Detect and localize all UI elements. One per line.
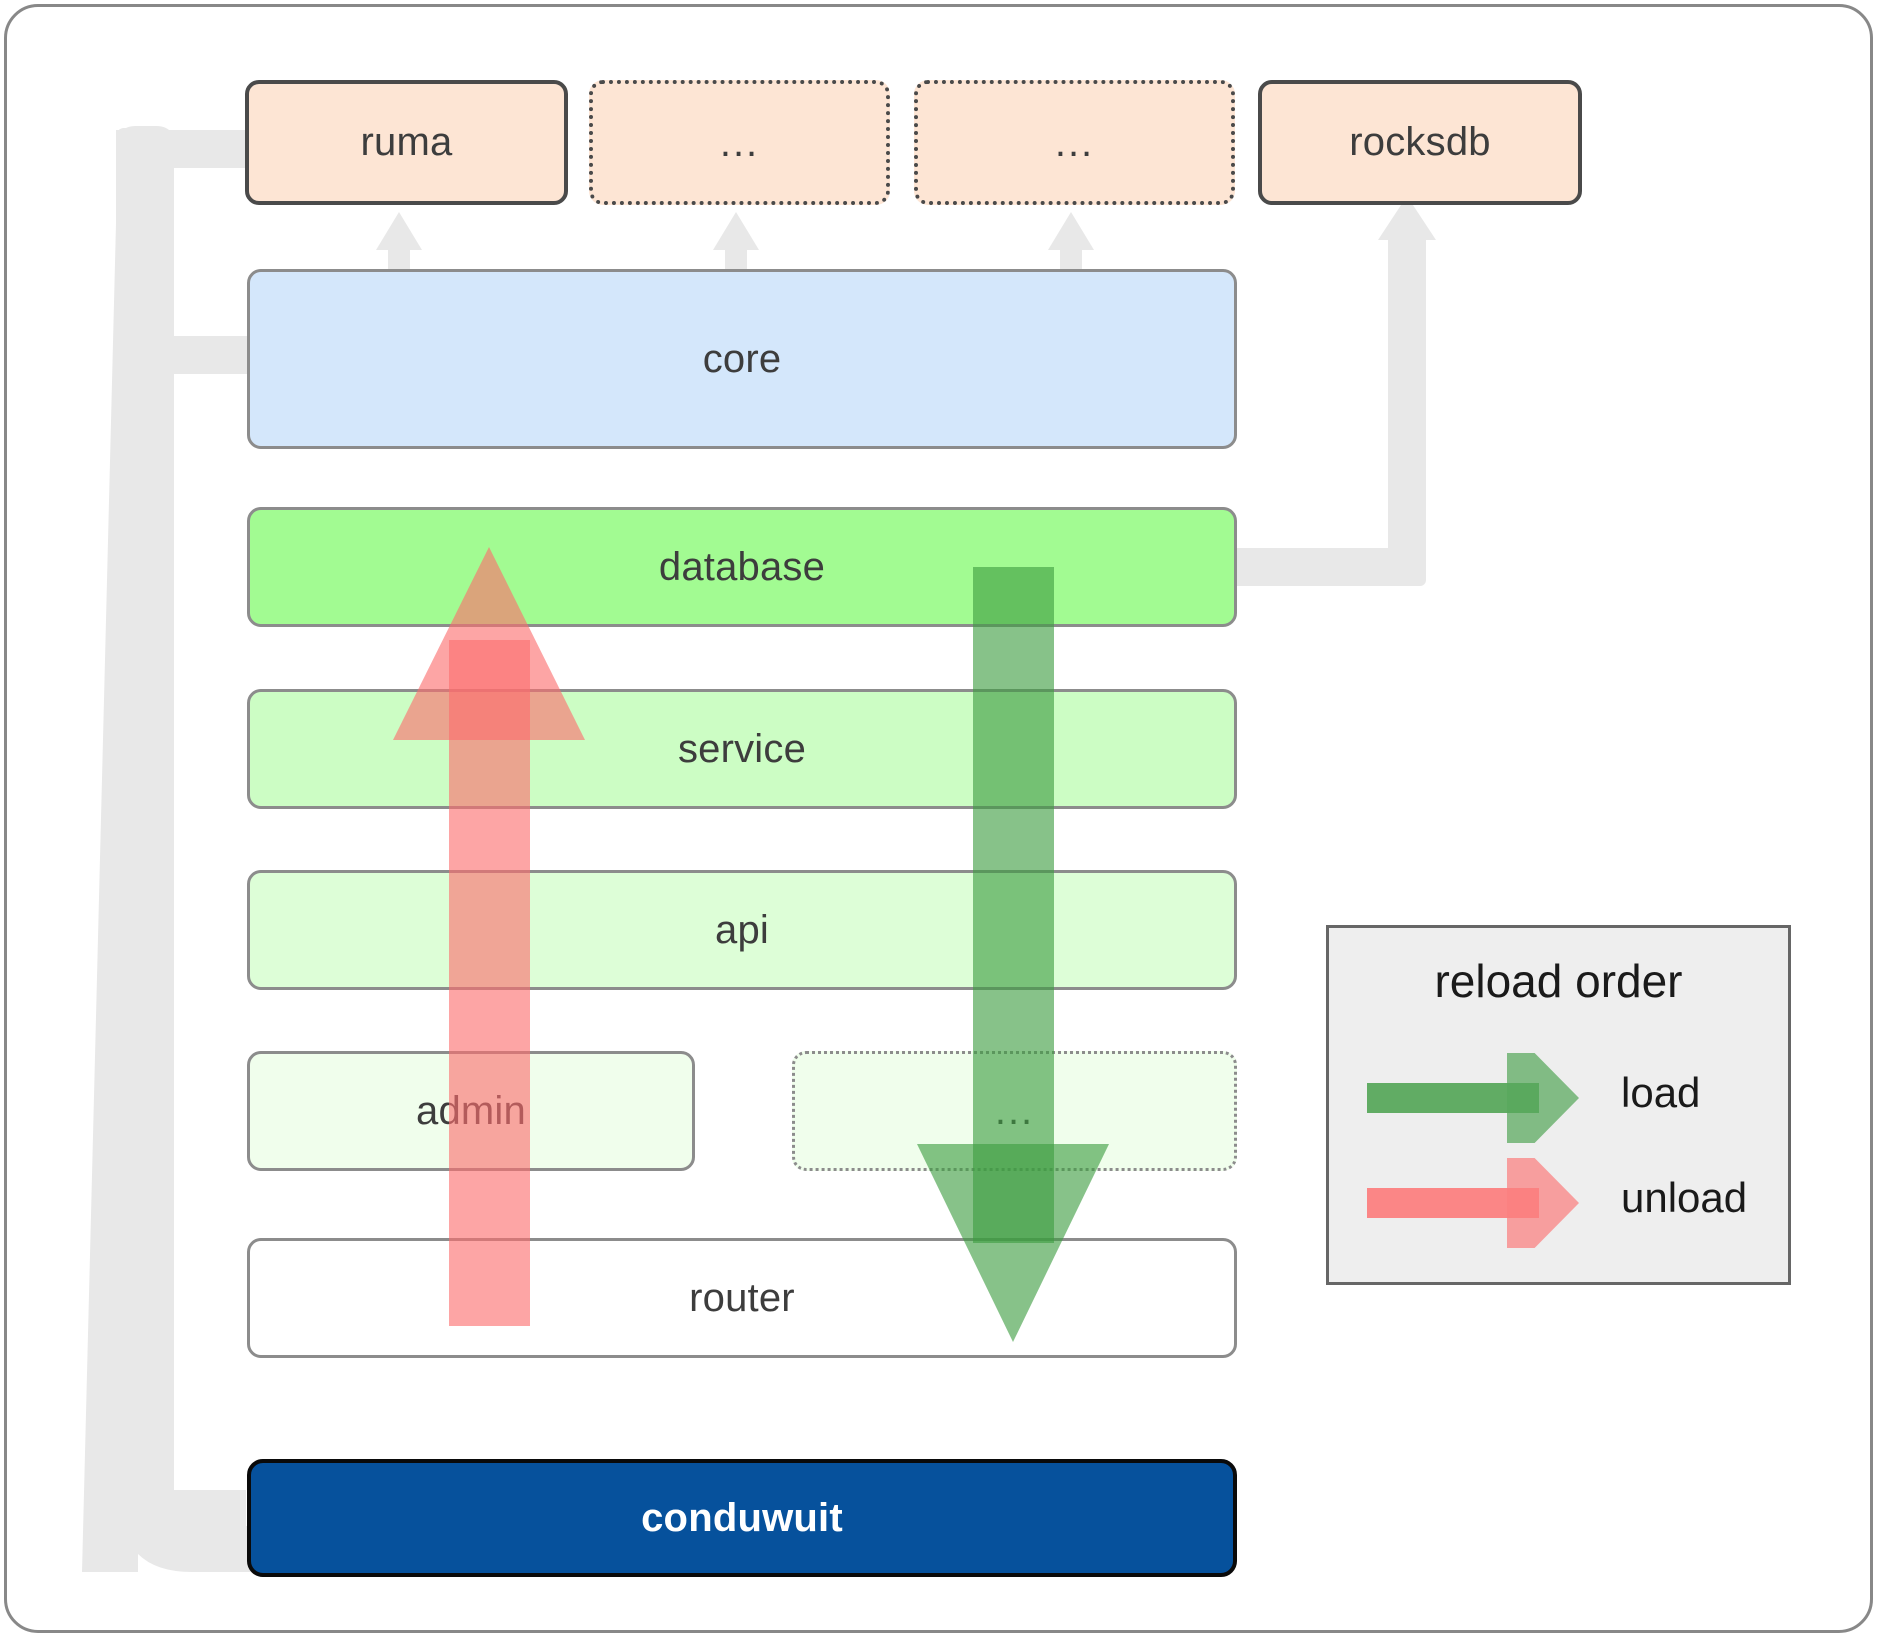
- node-service-label: service: [677, 726, 807, 771]
- node-admin-label: admin: [416, 1088, 526, 1133]
- node-core-label: core: [702, 336, 782, 381]
- legend-row-unload: unload: [1329, 1158, 1788, 1248]
- node-ext1[interactable]: ...: [589, 80, 890, 205]
- legend-panel: reload order load unload: [1326, 925, 1791, 1285]
- node-database-label: database: [658, 544, 826, 589]
- node-admin[interactable]: admin: [247, 1051, 695, 1171]
- node-rocksdb-label: rocksdb: [1349, 120, 1491, 164]
- legend-title: reload order: [1434, 955, 1683, 1007]
- node-core[interactable]: core: [247, 269, 1237, 449]
- legend-row-load: load: [1329, 1053, 1788, 1143]
- node-api[interactable]: api: [247, 870, 1237, 990]
- node-conduwuit-label: conduwuit: [641, 1495, 843, 1540]
- node-service[interactable]: service: [247, 689, 1237, 809]
- legend-label-load: load: [1621, 1069, 1701, 1116]
- node-ruma[interactable]: ruma: [245, 80, 568, 205]
- node-ext2-label: ...: [1054, 120, 1095, 165]
- load-legend-arrow-icon: [1367, 1053, 1579, 1143]
- diagram-frame: [4, 4, 1873, 1633]
- node-router[interactable]: router: [247, 1238, 1237, 1358]
- node-conduwuit[interactable]: conduwuit: [247, 1459, 1237, 1577]
- legend-label-unload: unload: [1621, 1174, 1748, 1221]
- node-more-label: ...: [994, 1089, 1035, 1133]
- node-router-label: router: [689, 1275, 795, 1320]
- node-more[interactable]: ...: [792, 1051, 1237, 1171]
- node-rocksdb[interactable]: rocksdb: [1258, 80, 1582, 205]
- node-api-label: api: [715, 907, 769, 952]
- node-ext1-label: ...: [719, 120, 760, 165]
- unload-legend-arrow-icon: [1367, 1158, 1579, 1248]
- node-ext2[interactable]: ...: [914, 80, 1235, 205]
- node-database[interactable]: database: [247, 507, 1237, 627]
- node-ruma-label: ruma: [360, 120, 453, 164]
